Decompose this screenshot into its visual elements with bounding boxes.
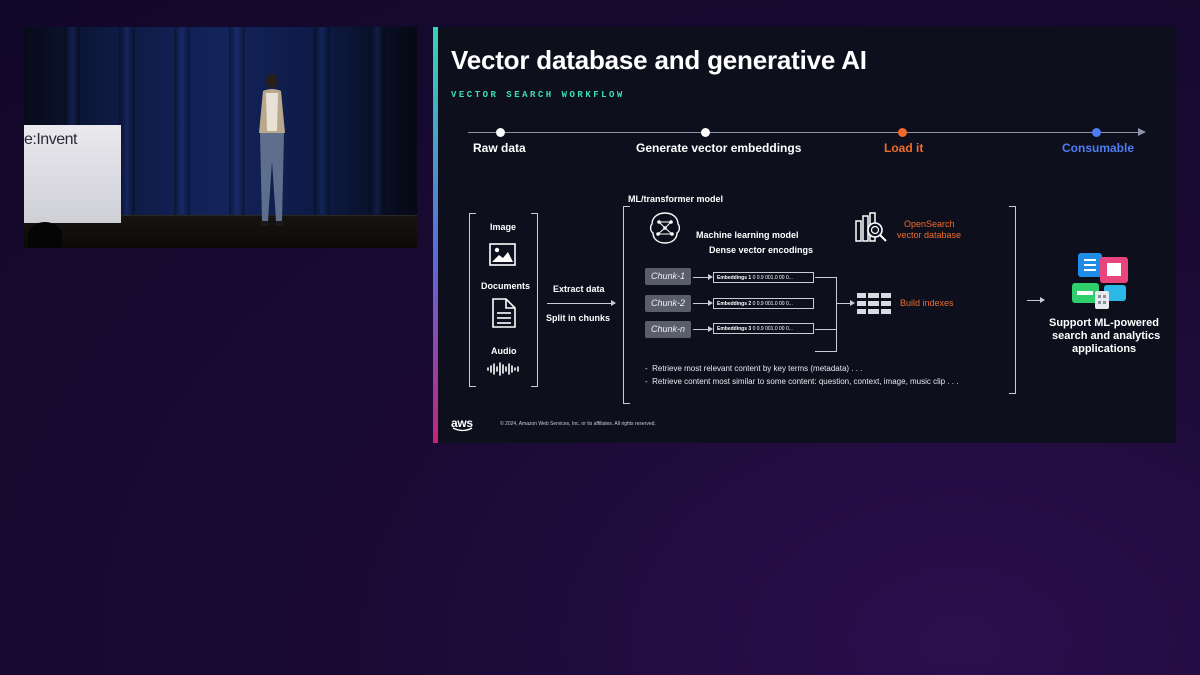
bullet-retrieve-similar-text: Retrieve content most similar to some co…: [652, 377, 959, 386]
speaker-video: e:Invent: [24, 27, 417, 248]
extract-data-label: Extract data: [553, 284, 605, 294]
embeddings-3-name: Embeddings 3: [717, 326, 752, 332]
aws-logo-text: aws: [451, 416, 473, 430]
connector-vertical: [836, 277, 837, 351]
chunk-2-arrow-line: [693, 303, 709, 304]
curtain-fold: [229, 27, 245, 218]
sources-bracket-right: [531, 213, 538, 387]
curtain-fold: [369, 27, 385, 218]
applications-icon: [1072, 253, 1128, 309]
connector-line: [815, 351, 837, 352]
reinvent-sign: e:Invent: [24, 125, 121, 223]
chunk-n-arrow-head: [708, 326, 713, 332]
timeline-label-raw-data: Raw data: [473, 141, 526, 155]
timeline-arrow-head: [1138, 128, 1146, 136]
opensearch-label: OpenSearch: [904, 219, 955, 229]
slide-accent-bar: [433, 27, 438, 443]
copyright-notice: © 2024, Amazon Web Services, Inc. or its…: [500, 421, 656, 427]
embeddings-2-box: Embeddings 2 0 0.9 001.0 00 0...: [713, 298, 814, 309]
presentation-slide: Vector database and generative AI VECTOR…: [433, 27, 1176, 443]
dense-encodings-label: Dense vector encodings: [709, 245, 814, 255]
slide-subtitle: VECTOR SEARCH WORKFLOW: [451, 90, 625, 100]
index-arrow-head: [850, 300, 855, 306]
source-label-documents: Documents: [481, 281, 531, 291]
sources-bracket-left: [469, 213, 476, 387]
curtain-fold: [174, 27, 190, 218]
bullet-retrieve-key-terms: - Retrieve most relevant content by key …: [645, 364, 863, 373]
curtain-fold: [119, 27, 135, 218]
connector-line: [815, 329, 837, 330]
embeddings-2-values: 0 0.9 001.0 00 0...: [752, 301, 793, 307]
embeddings-1-values: 0 0.9 001.0 00 0...: [752, 275, 793, 281]
build-indexes-label: Build indexes: [900, 298, 954, 308]
extract-arrow-line: [547, 303, 612, 304]
chunk-2-arrow-head: [708, 300, 713, 306]
split-chunks-label: Split in chunks: [546, 313, 611, 323]
timeline-dot-generate-embeddings: [701, 128, 710, 137]
consumable-arrow-line: [1027, 300, 1041, 301]
vector-database-label: vector database: [897, 230, 962, 240]
model-bracket-left: [623, 206, 630, 404]
consumable-label-line1: Support ML-powered: [1049, 317, 1159, 329]
timeline-label-consumable: Consumable: [1062, 141, 1135, 155]
audio-waveform-icon: [487, 362, 519, 376]
audience-head: [28, 222, 62, 248]
timeline-label-generate-embeddings: Generate vector embeddings: [636, 141, 802, 155]
chunk-n: Chunk-n: [645, 321, 691, 338]
index-arrow-line: [837, 303, 851, 304]
embeddings-3-values: 0 0.9 001.0 00 0...: [752, 326, 793, 332]
bullet-retrieve-similar: - Retrieve content most similar to some …: [645, 377, 959, 386]
extract-arrow-head: [611, 300, 616, 306]
aws-logo: aws: [451, 414, 477, 432]
chunk-1: Chunk-1: [645, 268, 691, 285]
bullet-retrieve-key-terms-text: Retrieve most relevant content by key te…: [652, 364, 863, 373]
ml-model-label: Machine learning model: [696, 230, 799, 240]
embeddings-2-name: Embeddings 2: [717, 301, 752, 307]
opensearch-icon: [855, 212, 887, 242]
consumable-arrow-head: [1040, 297, 1045, 303]
connector-line: [815, 277, 837, 278]
timeline-dot-raw-data: [496, 128, 505, 137]
consumable-label-line3: applications: [1072, 343, 1137, 355]
timeline-dot-consumable: [1092, 128, 1101, 137]
curtain-fold: [314, 27, 330, 218]
source-label-image: Image: [490, 222, 517, 232]
embeddings-3-box: Embeddings 3 0 0.9 001.0 00 0...: [713, 323, 814, 334]
reinvent-sign-text: e:Invent: [24, 131, 77, 148]
model-bracket-right: [1009, 206, 1016, 394]
timeline-label-load-it: Load it: [884, 141, 924, 155]
timeline-line: [468, 132, 1140, 133]
speaker-figure: [259, 74, 285, 226]
image-icon: [489, 243, 516, 266]
brain-network-icon: [649, 212, 681, 244]
slide-title: Vector database and generative AI: [451, 45, 867, 75]
chunk-1-arrow-line: [693, 277, 709, 278]
chunk-2: Chunk-2: [645, 295, 691, 312]
chunk-1-arrow-head: [708, 274, 713, 280]
embeddings-1-box: Embeddings 1 0 0.9 001.0 00 0...: [713, 272, 814, 283]
aws-smile-icon: [452, 427, 473, 432]
model-header: ML/transformer model: [628, 194, 724, 204]
timeline-dot-load-it: [898, 128, 907, 137]
index-table-icon: [857, 293, 891, 314]
consumable-label-line2: search and analytics: [1052, 330, 1161, 342]
source-label-audio: Audio: [491, 346, 517, 356]
document-icon: [492, 298, 516, 328]
embeddings-1-name: Embeddings 1: [717, 275, 752, 281]
chunk-n-arrow-line: [693, 329, 709, 330]
